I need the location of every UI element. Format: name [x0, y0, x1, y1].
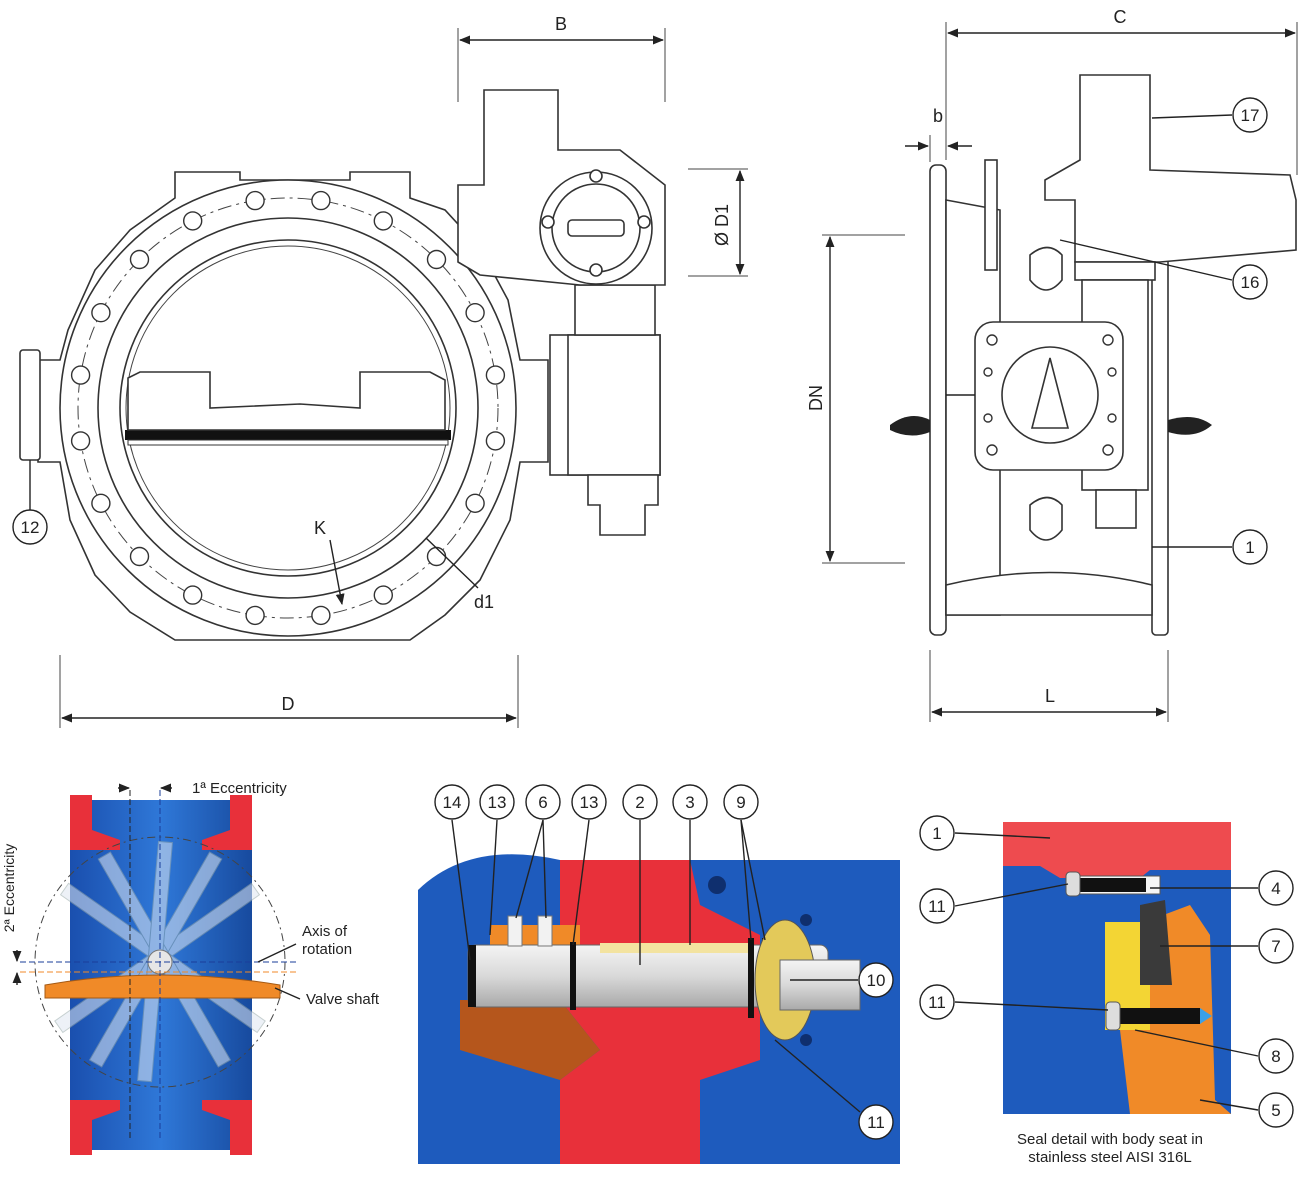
- svg-text:11: 11: [867, 1113, 885, 1132]
- bolt-hole: [70, 431, 91, 451]
- bolt-hole: [91, 493, 111, 513]
- bolt-hole: [129, 546, 150, 567]
- bolt-hole: [465, 303, 485, 323]
- handwheel-bar: [567, 219, 625, 237]
- svg-text:14: 14: [443, 793, 462, 812]
- bolt-hole: [373, 211, 393, 231]
- svg-text:2: 2: [635, 793, 644, 812]
- bolt-hole: [465, 493, 485, 513]
- bolt-hole: [311, 605, 331, 626]
- bolt-hole: [426, 249, 447, 270]
- svg-text:8: 8: [1271, 1047, 1280, 1066]
- svg-text:1: 1: [932, 824, 941, 843]
- svg-text:9: 9: [736, 793, 745, 812]
- axis-of-rotation-line1: Axis of: [302, 923, 348, 940]
- svg-text:16: 16: [1241, 273, 1260, 292]
- side-disc-left: [890, 416, 930, 436]
- bolt-hole: [485, 431, 506, 451]
- svg-text:7: 7: [1271, 937, 1280, 956]
- svg-text:6: 6: [538, 793, 547, 812]
- side-dimensions: C b DN L 17 16 1: [806, 7, 1298, 722]
- side-body-bottom: [945, 571, 1153, 616]
- left-shaft-cap: [19, 349, 41, 461]
- dimension-C: C: [1114, 7, 1127, 27]
- seal-detail: 1 4 11 7 11 8 5: [919, 815, 1294, 1128]
- side-handwheel: [984, 159, 998, 271]
- bolt-hole: [426, 546, 447, 567]
- svg-text:13: 13: [488, 793, 507, 812]
- bolt-hole: [245, 190, 265, 211]
- dimension-K: K: [314, 518, 326, 538]
- side-disc-right: [1168, 416, 1212, 435]
- upper-lug: [1029, 246, 1063, 291]
- bolt-hole: [245, 605, 265, 626]
- actuator-neck: [574, 284, 656, 336]
- shaft-body-red: [560, 860, 760, 1164]
- dimension-D1: Ø D1: [712, 204, 732, 246]
- side-flange-left: [929, 164, 947, 636]
- svg-text:5: 5: [1271, 1101, 1280, 1120]
- dimension-B: B: [555, 14, 567, 34]
- bolt-hole: [485, 365, 506, 385]
- seat-ring: [125, 245, 451, 571]
- dimension-d1: d1: [474, 592, 494, 612]
- first-eccentricity-label: 1ª Eccentricity: [192, 780, 287, 797]
- bolt-hole: [70, 365, 91, 385]
- callout-12: 12: [12, 509, 48, 545]
- side-actuator: [1044, 74, 1297, 263]
- seal-body-red: [1003, 822, 1231, 878]
- callout-16: 16: [1232, 264, 1268, 300]
- eccentricity-diagram: 1ª Eccentricity 2ª Eccentricity Axis of …: [1, 780, 380, 1155]
- bolt-circle: [77, 197, 499, 619]
- bolt-holes: [70, 190, 506, 626]
- dimension-DN: DN: [806, 385, 826, 411]
- gear-shaft: [587, 474, 659, 536]
- seal-detail-caption: Seal detail with body seat in stainless …: [960, 1131, 1260, 1167]
- svg-text:13: 13: [580, 793, 599, 812]
- disc-edge: [127, 439, 449, 446]
- dimension-D: D: [282, 694, 295, 714]
- callout-side-1: 1: [1232, 529, 1268, 565]
- bolt-hole: [373, 585, 393, 605]
- ecc-disc: [44, 974, 281, 999]
- front-view: [19, 89, 666, 641]
- bolt-hole: [129, 249, 150, 270]
- svg-text:3: 3: [685, 793, 694, 812]
- shaft-section: 14 13 6 13 2 3 9 10 11: [418, 784, 900, 1164]
- svg-text:11: 11: [928, 897, 946, 916]
- side-flange-right: [1151, 254, 1169, 636]
- bolt-hole: [311, 190, 331, 211]
- callout-17: 17: [1232, 97, 1268, 133]
- bolt-hole: [182, 211, 203, 231]
- bolt-hole: [91, 303, 111, 323]
- seal-element: [1140, 900, 1172, 985]
- dimension-b: b: [933, 106, 943, 126]
- dimension-L: L: [1045, 686, 1055, 706]
- indicator-pointer: [1030, 357, 1070, 429]
- bolt-hole: [182, 585, 203, 605]
- svg-text:4: 4: [1271, 879, 1280, 898]
- caption-line-1: Seal detail with body seat in: [1017, 1131, 1203, 1148]
- disc-seal-line: [125, 430, 451, 440]
- axis-of-rotation-line2: rotation: [302, 941, 352, 958]
- caption-line-2: stainless steel AISI 316L: [1028, 1149, 1192, 1166]
- front-dimensions: B Ø D1 D K d1 12: [12, 14, 748, 728]
- valve-shaft-label: Valve shaft: [306, 991, 380, 1008]
- gearbox-side: [567, 334, 661, 476]
- lower-lug: [1029, 496, 1063, 541]
- shaft-sleeve: [600, 943, 750, 953]
- disc-top: [127, 371, 446, 431]
- svg-text:11: 11: [928, 993, 946, 1012]
- svg-text:10: 10: [867, 971, 886, 990]
- svg-text:12: 12: [21, 518, 40, 537]
- svg-text:17: 17: [1241, 106, 1260, 125]
- svg-text:1: 1: [1245, 538, 1254, 557]
- shaft-callouts: 14 13 6 13 2 3 9 10 11: [434, 784, 894, 1140]
- second-eccentricity-label: 2ª Eccentricity: [1, 844, 17, 932]
- side-view: [890, 74, 1297, 636]
- seal-callouts: 1 4 11 7 11 8 5: [919, 815, 1294, 1128]
